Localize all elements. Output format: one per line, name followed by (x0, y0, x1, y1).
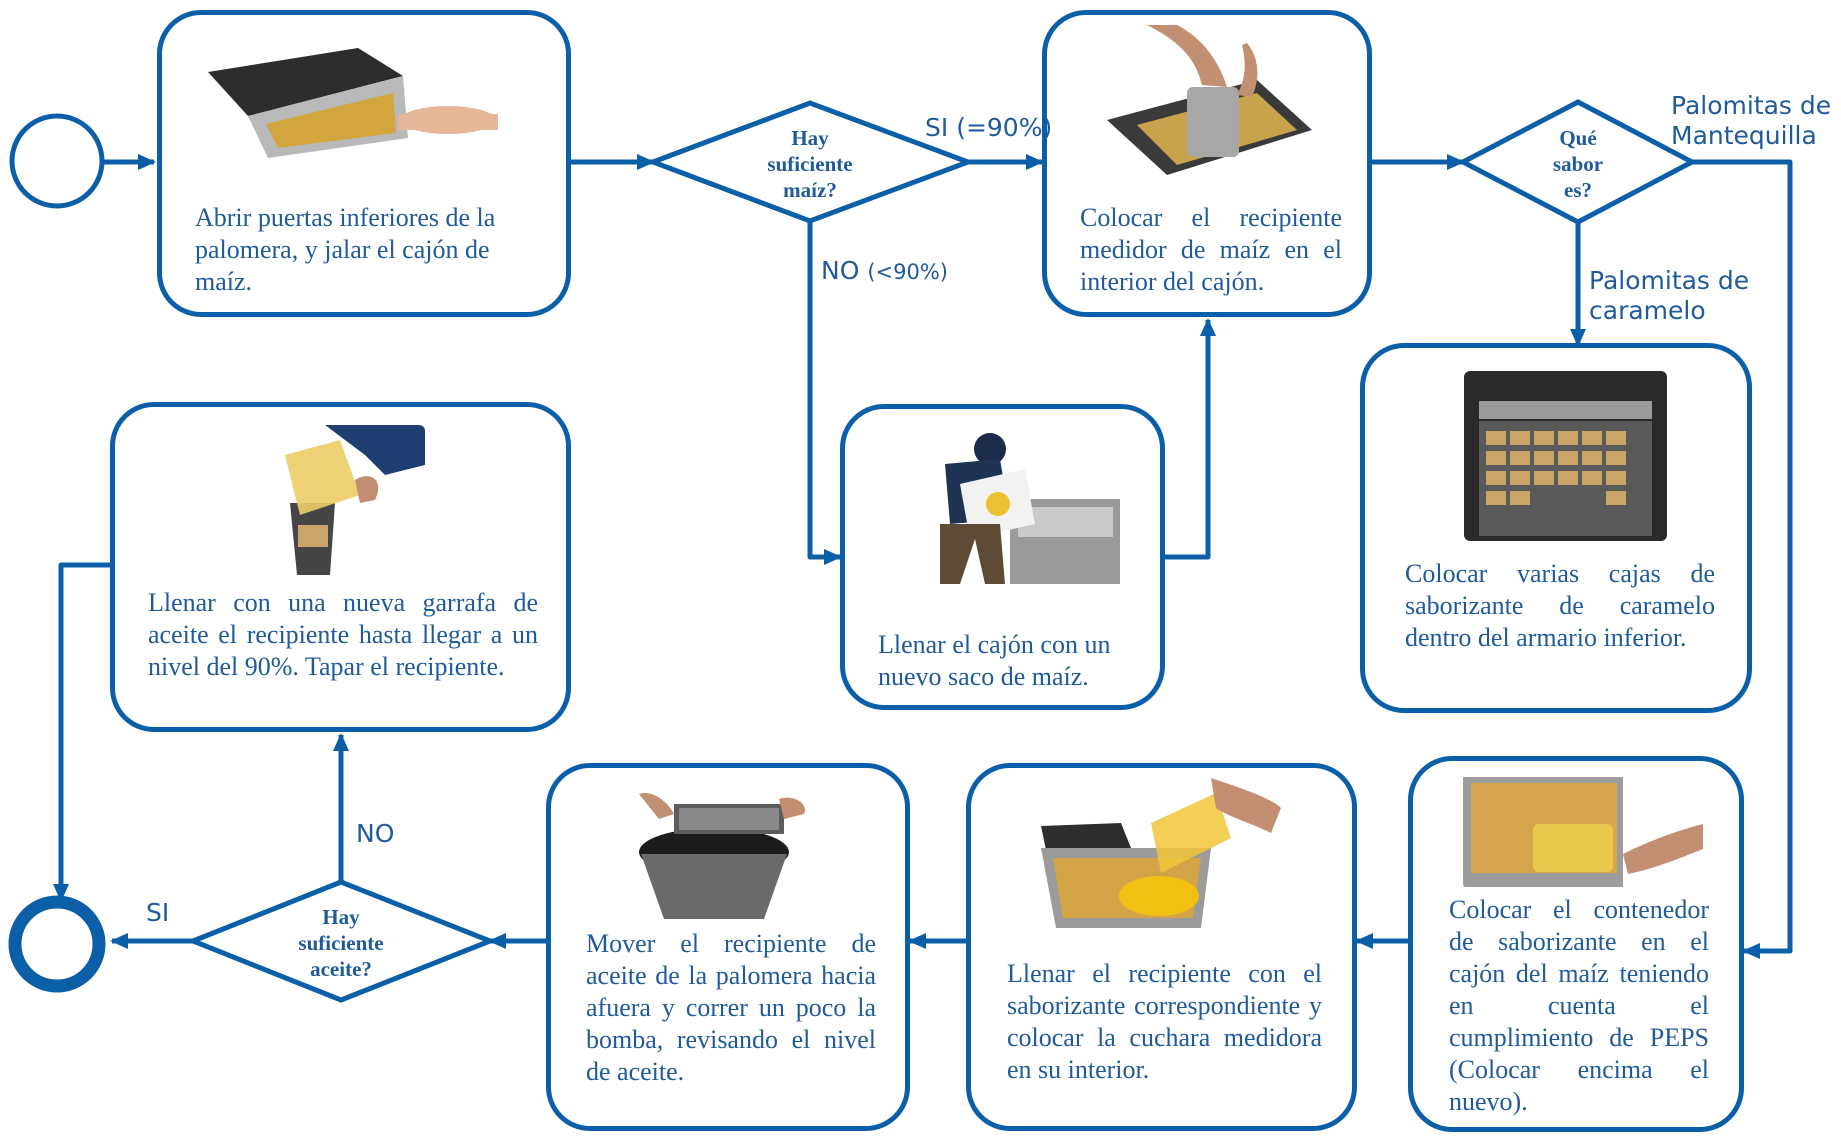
label-corn-yes: SI (=90%) (925, 113, 1053, 142)
label-caramel: Palomitas de caramelo (1589, 266, 1750, 325)
decision-corn-text: Hay suficiente maíz? (767, 126, 853, 202)
end-node (8, 895, 106, 993)
edge-refill-to-measure (1165, 318, 1216, 560)
measuring-container-photo (1107, 25, 1312, 175)
decision-flavor-text: Qué sabor es? (1552, 126, 1604, 202)
oil-bucket-photo (619, 774, 819, 924)
pouring-flavoring-photo (1041, 778, 1281, 928)
step-move-oil-text: Mover el recipiente de aceite de la palo… (586, 929, 876, 1086)
step-flavor-container: Colocar el contenedor de saborizante en … (1408, 756, 1744, 1132)
step-flavor-container-text: Colocar el contenedor de saborizante en … (1449, 895, 1709, 1116)
step-caramel-boxes: Colocar varias cajas de saborizante de c… (1360, 343, 1752, 713)
step-place-measure-text: Colocar el recipiente medidor de maíz en… (1080, 203, 1342, 296)
caramel-boxes-cabinet-photo (1464, 371, 1667, 541)
edge-refill-oil-to-end (53, 562, 110, 902)
popcorn-drawer-photo (208, 48, 498, 168)
start-node (9, 113, 105, 209)
label-oil-yes: SI (146, 898, 170, 927)
label-corn-no: NO (<90%) (821, 256, 948, 287)
step-move-oil: Mover el recipiente de aceite de la palo… (546, 763, 910, 1131)
step-fill-flavor-text: Llenar el recipiente con el saborizante … (1007, 959, 1322, 1084)
label-corn-no-detail: (<90%) (867, 260, 949, 284)
step-open-drawer: Abrir puertas inferiores de la palomera,… (157, 10, 571, 317)
step-refill-oil-text: Llenar con una nueva garrafa de aceite e… (148, 588, 538, 681)
edge-flavor-butter (1692, 159, 1793, 959)
step-caramel-boxes-text: Colocar varias cajas de saborizante de c… (1405, 559, 1715, 652)
step-refill-corn: Llenar el cajón con un nuevo saco de maí… (840, 404, 1165, 710)
step-refill-oil: Llenar con una nueva garrafa de aceite e… (110, 402, 571, 732)
label-oil-no: NO (356, 819, 395, 848)
step-open-drawer-text: Abrir puertas inferiores de la palomera,… (195, 203, 496, 296)
label-corn-no-main: NO (821, 256, 860, 285)
step-refill-corn-text: Llenar el cajón con un nuevo saco de maí… (878, 630, 1111, 691)
decision-oil-text: Hay suficiente aceite? (298, 905, 384, 981)
step-fill-flavor: Llenar el recipiente con el saborizante … (966, 763, 1357, 1131)
worker-pouring-corn-sack-photo (900, 429, 1120, 589)
step-place-measure: Colocar el recipiente medidor de maíz en… (1042, 10, 1372, 317)
flavor-container-in-drawer-photo (1463, 769, 1703, 889)
pouring-oil-jug-photo (265, 425, 425, 580)
edge-corn-no (807, 221, 842, 565)
label-butter: Palomitas de Mantequilla (1671, 91, 1832, 150)
